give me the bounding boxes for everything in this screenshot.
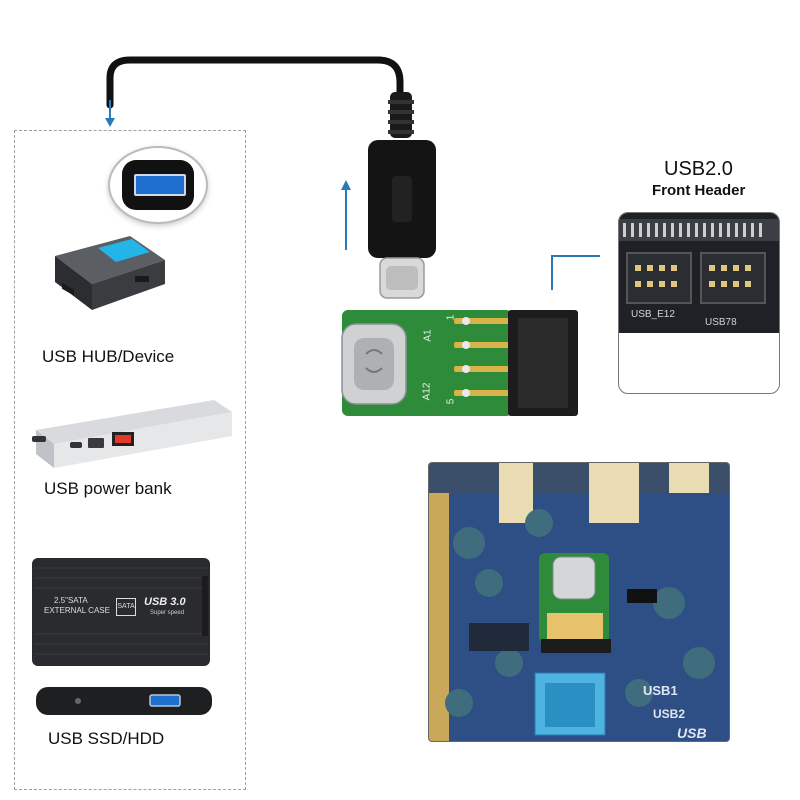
header-title-line2: Front Header (652, 182, 746, 199)
front-header-photo: USB_E12 USB78 (618, 212, 780, 394)
power-bank-image (26, 396, 236, 470)
down-arrow-icon (105, 100, 115, 127)
ssd-case-image: 2.5"SATA EXTERNAL CASE SATA USB 3.0 Supe… (30, 556, 212, 670)
mb-label-usb1: USB1 (643, 683, 678, 698)
ssd-case-line1: 2.5"SATA (54, 596, 88, 605)
device-panel (14, 130, 246, 790)
adapter-label-a12: A12 (421, 382, 433, 401)
strain-relief (388, 92, 414, 138)
mb-label-usb: USB (677, 725, 707, 741)
adapter-label-5: 5 (445, 398, 457, 405)
adapter-label-a1: A1 (422, 329, 434, 342)
power-bank-label: USB power bank (44, 479, 172, 498)
adapter-board: A1 A12 1 5 (336, 300, 582, 424)
mb-label-usb2: USB2 (653, 707, 686, 721)
bracket-connector-icon (551, 255, 600, 290)
header-pin-label-2: USB78 (705, 317, 737, 328)
ssd-case-sub: Super speed (150, 610, 185, 616)
sata-logo-icon: SATA (116, 598, 136, 616)
motherboard-photo: USB1 USB2 USB (428, 462, 730, 742)
ssd-case-brand: USB 3.0 (144, 596, 186, 608)
usb-hub-label: USB HUB/Device (42, 347, 175, 366)
usb-hub-image (40, 228, 170, 318)
header-title-line1: USB2.0 (664, 158, 733, 180)
adapter-label-1: 1 (445, 314, 457, 321)
ssd-case-line2: EXTERNAL CASE (44, 606, 110, 615)
usb-port-icon (134, 174, 186, 196)
usb-port-closeup (108, 146, 208, 224)
ssd-side-image (34, 683, 214, 719)
ssd-hdd-label: USB SSD/HDD (48, 729, 165, 748)
up-arrow-icon (341, 180, 351, 250)
header-pin-label-1: USB_E12 (631, 309, 675, 320)
